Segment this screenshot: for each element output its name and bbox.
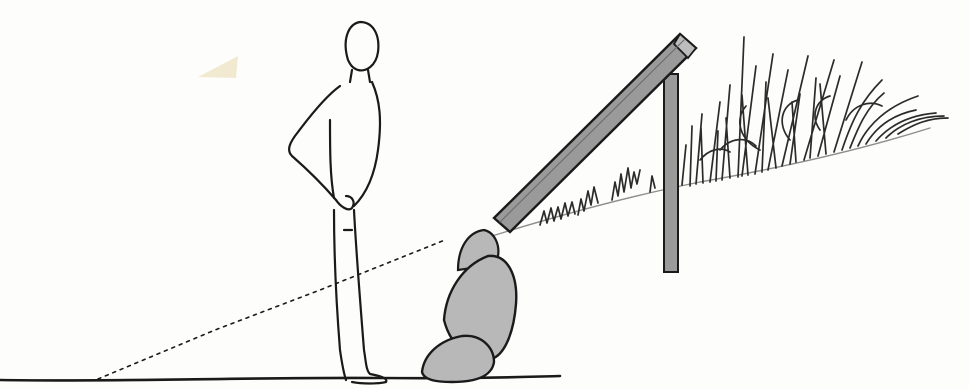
dashed-sight-line — [98, 240, 445, 379]
vertical-post — [664, 74, 678, 272]
standing-person — [289, 22, 386, 384]
rocks — [422, 230, 516, 382]
rock-bottom — [422, 336, 494, 382]
paper-stain — [198, 56, 238, 78]
